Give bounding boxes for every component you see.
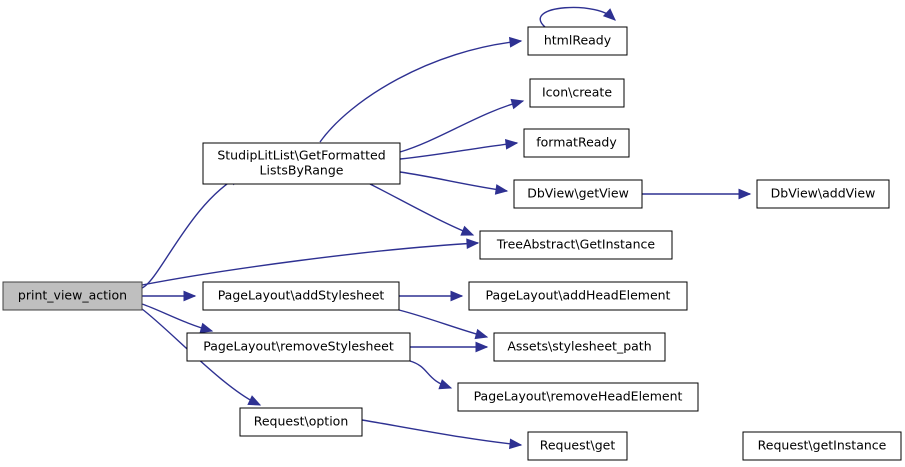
arrowhead xyxy=(438,379,453,390)
edge-studip_getformatted-to-formatready xyxy=(399,138,519,160)
arrowhead xyxy=(510,98,525,110)
node-dbview_addview[interactable]: DbView\addView xyxy=(756,179,890,209)
edge-studip_getformatted-to-treeabstract_getinstance xyxy=(369,183,475,236)
nodes-layer: print_view_action StudipLitList\GetFormat… xyxy=(2,26,902,461)
arrowhead xyxy=(504,138,519,150)
node-assets_stylesheet_path[interactable]: Assets\stylesheet_path xyxy=(493,332,666,362)
node-box[interactable] xyxy=(468,281,688,311)
node-icon_create[interactable]: Icon\create xyxy=(529,78,625,108)
node-box[interactable] xyxy=(186,332,411,362)
node-request_getinstance[interactable]: Request\getInstance xyxy=(742,431,902,461)
edge-pagelayout_addstylesheet-to-pagelayout_addheadelement xyxy=(399,290,464,302)
arrowhead xyxy=(494,184,509,195)
edge-studip_getformatted-to-htmlready xyxy=(319,36,523,143)
edge-dbview_getview-to-dbview_addview xyxy=(642,188,752,200)
edge-pagelayout_addstylesheet-to-assets_stylesheet_path xyxy=(398,309,489,340)
node-treeabstract_getinstance[interactable]: TreeAbstract\GetInstance xyxy=(479,230,673,260)
node-box[interactable] xyxy=(523,128,630,158)
node-pagelayout_removeheadelement[interactable]: PageLayout\removeHeadElement xyxy=(457,382,699,412)
edge-print_view_action-to-pagelayout_removestylesheet xyxy=(141,303,214,334)
node-request_get[interactable]: Request\get xyxy=(527,431,628,461)
node-print_view_action[interactable]: print_view_action xyxy=(2,281,143,311)
node-box[interactable] xyxy=(513,179,643,209)
edge-pagelayout_removestylesheet-to-assets_stylesheet_path xyxy=(410,341,489,353)
arrowhead xyxy=(738,188,752,200)
arrowhead xyxy=(183,290,197,302)
arrowhead xyxy=(199,322,214,334)
node-box[interactable] xyxy=(457,382,699,412)
edge-htmlready-to-htmlready xyxy=(539,6,616,28)
node-box[interactable] xyxy=(527,431,628,461)
arrowhead xyxy=(474,328,489,340)
edge-print_view_action-to-pagelayout_addstylesheet xyxy=(142,290,197,302)
node-box[interactable] xyxy=(202,142,401,185)
edge-print_view_action-to-treeabstract_getinstance xyxy=(141,238,480,286)
node-pagelayout_removestylesheet[interactable]: PageLayout\removeStylesheet xyxy=(186,332,411,362)
node-htmlready[interactable]: htmlReady xyxy=(527,26,628,56)
node-box[interactable] xyxy=(527,26,628,56)
node-pagelayout_addstylesheet[interactable]: PageLayout\addStylesheet xyxy=(202,281,400,311)
node-box[interactable] xyxy=(756,179,890,209)
node-request_option[interactable]: Request\option xyxy=(239,407,363,437)
node-box[interactable] xyxy=(529,78,625,108)
node-box[interactable] xyxy=(493,332,666,362)
arrowhead xyxy=(466,238,480,250)
node-formatready[interactable]: formatReady xyxy=(523,128,630,158)
node-box[interactable] xyxy=(239,407,363,437)
arrowhead xyxy=(247,395,262,406)
edge-studip_getformatted-to-icon_create xyxy=(399,98,525,153)
arrowhead xyxy=(509,438,523,450)
node-box[interactable] xyxy=(742,431,902,461)
node-dbview_getview[interactable]: DbView\getView xyxy=(513,179,643,209)
arrowhead xyxy=(450,290,464,302)
arrowhead xyxy=(460,225,475,236)
arrowhead xyxy=(508,36,523,48)
edge-studip_getformatted-to-dbview_getview xyxy=(399,171,509,195)
arrowhead xyxy=(475,341,489,353)
edge-request_option-to-request_get xyxy=(361,419,523,450)
node-box[interactable] xyxy=(202,281,400,311)
edges-layer xyxy=(141,6,752,450)
arrowhead xyxy=(602,8,616,21)
node-box[interactable] xyxy=(479,230,673,260)
node-box[interactable] xyxy=(2,281,143,311)
edge-pagelayout_removestylesheet-to-pagelayout_removeheadelement xyxy=(409,360,453,390)
node-pagelayout_addheadelement[interactable]: PageLayout\addHeadElement xyxy=(468,281,688,311)
